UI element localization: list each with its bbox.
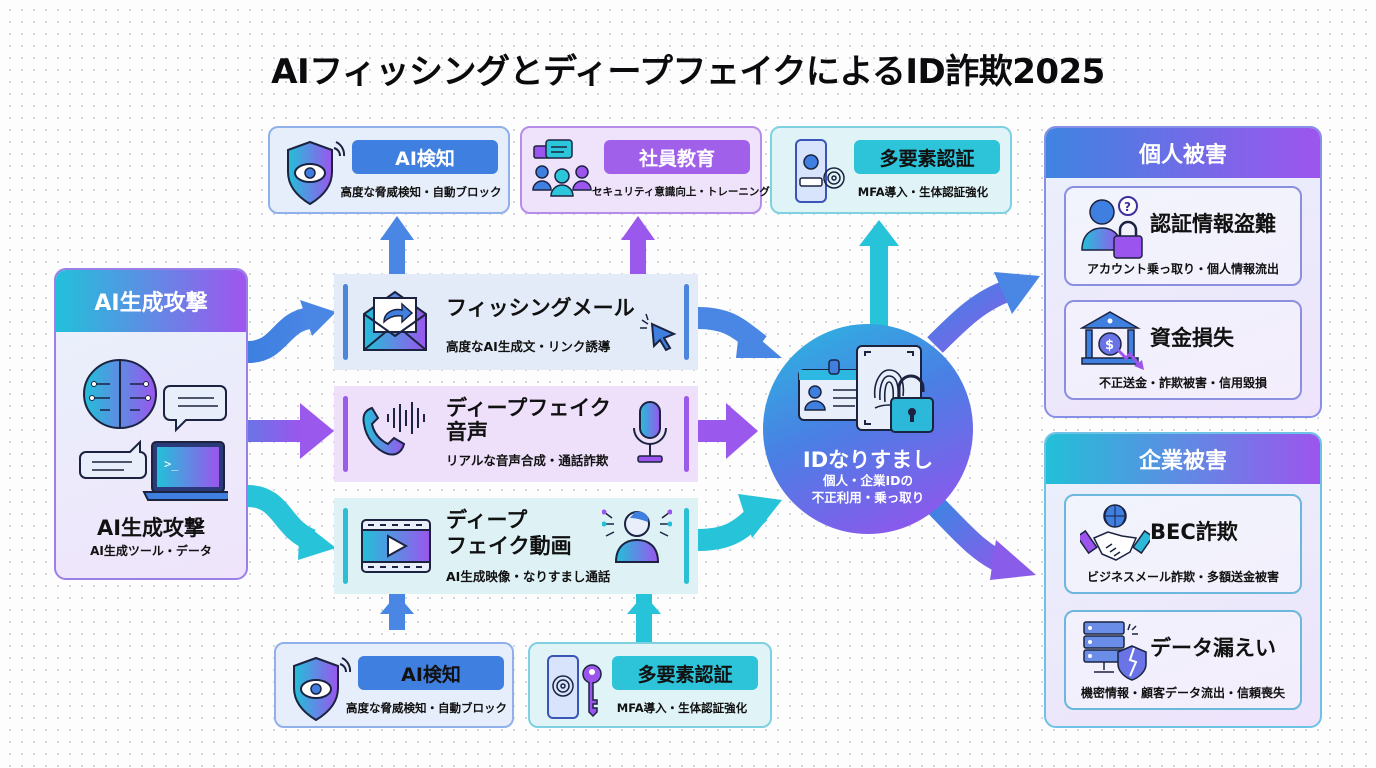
arrow-mfa-bottom-to-video [627,594,661,644]
hub-illustration [798,345,934,433]
accent-bar [684,284,689,360]
arrow-hub-to-corporate [927,497,1036,580]
arrow-phishing-to-hub [697,307,782,358]
shield-eye-icon [287,140,346,206]
defense-subtitle: MFA導入・生体認証強化 [857,185,989,199]
attack-subtitle: リアルな音声合成・通話詐欺 [446,453,609,468]
hub-subtitle-line2: 不正利用・乗っ取り [811,490,925,505]
envelope-icon [363,290,427,351]
source-name: AI生成攻撃 [96,516,206,540]
ai-person-icon [602,509,672,563]
impact-item-financial-loss: $ 資金損失 不正送金・詐欺被害・信用毀損 [1064,300,1302,400]
hub-subtitle: 個人・企業IDの 不正利用・乗っ取り [763,472,973,506]
attack-name-line1: ディープフェイク [446,396,611,420]
unlocked-padlock-icon [890,374,934,433]
arrow-video-to-hub [697,494,782,551]
attack-deepfake-video: ディープ フェイク動画 AI生成映像・なりすまし通話 [334,498,698,594]
team-chat-icon [532,139,592,197]
attack-name-line1: ディープ [446,508,528,532]
attack-name-line2: フェイク動画 [446,534,572,558]
phone-key-icon [547,655,602,719]
arrow-to-training-top [621,216,655,274]
impact-item-data-breach: データ漏えい 機密情報・顧客データ流出・信頼喪失 [1064,610,1302,710]
defense-mfa-bottom: 多要素認証 MFA導入・生体認証強化 [528,642,772,728]
attack-name-line2: 音声 [446,420,488,444]
arrow-hub-to-mfa-top [859,220,899,330]
phone-fingerprint-icon [795,139,845,203]
laptop-terminal-icon: >_ [142,441,228,501]
accent-bar [343,396,348,472]
svg-text:$: $ [1105,338,1114,353]
impact-item-name: BEC詐欺 [1150,520,1238,544]
brain-circuit-icon [83,359,157,429]
hub-subtitle-line1: 個人・企業IDの [822,473,914,488]
defense-subtitle: セキュリティ意識向上・トレーニング [592,186,770,198]
impact-item-name: 資金損失 [1150,326,1234,350]
page-title: AIフィッシングとディープフェイクによるID詐欺2025 [271,52,1105,92]
impact-item-bec-fraud: BEC詐欺 ビジネスメール詐欺・多額送金被害 [1064,494,1302,594]
impact-item-subtitle: 不正送金・詐欺被害・信用毀損 [1098,376,1267,390]
attack-subtitle: 高度なAI生成文・リンク誘導 [446,339,611,354]
svg-text:?: ? [1124,200,1131,214]
defense-label: AI検知 [352,140,498,174]
impact-item-subtitle: アカウント乗っ取り・個人情報流出 [1086,262,1279,276]
impact-item-subtitle: 機密情報・顧客データ流出・信頼喪失 [1080,686,1285,700]
phone-soundwave-icon [362,402,425,456]
defense-mfa-top: 多要素認証 MFA導入・生体認証強化 [770,126,1012,214]
impact-item-credential-theft: ? 認証情報盗難 アカウント乗っ取り・個人情報流出 [1064,186,1302,286]
impact-item-subtitle: ビジネスメール詐欺・多額送金被害 [1086,570,1279,584]
arrow-hub-to-personal [927,272,1040,353]
video-film-icon [361,519,431,573]
impact-personal-panel: 個人被害 ? 認証情報盗難 アカウント乗っ取り・個人情報流出 $ 資金損失 不正… [1044,126,1322,418]
defense-label: AI検知 [358,656,504,690]
arrow-ai-detect-bottom-to-video [380,594,414,630]
impact-corporate-panel: 企業被害 BEC詐欺 ビジネスメール詐欺・多額送金被害 データ漏えい 機密情報・… [1044,432,1322,728]
impact-header: 個人被害 [1046,128,1320,178]
accent-bar [343,284,348,360]
source-panel: AI生成攻撃 >_ AI生成攻撃 AI生成ツール・データ [54,268,248,580]
source-subtitle: AI生成ツール・データ [90,544,212,558]
accent-bar [684,396,689,472]
attack-name: フィッシングメール [446,296,635,320]
defense-ai-detect-top: AI検知 高度な脅威検知・自動ブロック [268,126,510,214]
svg-text:>_: >_ [164,457,179,471]
cursor-click-icon [640,313,677,352]
server-breach-icon [1083,621,1147,681]
arrow-source-to-video [246,485,336,560]
microphone-icon [633,401,667,463]
bank-loss-icon: $ [1080,311,1144,370]
user-lock-icon: ? [1081,196,1143,259]
hub-id-impersonation: IDなりすまし 個人・企業IDの 不正利用・乗っ取り [763,324,973,534]
impact-header: 企業被害 [1046,434,1320,484]
defense-label: 社員教育 [604,140,750,174]
accent-bar [343,508,348,584]
defense-subtitle: 高度な脅威検知・自動ブロック [340,185,502,199]
chat-bubble-icon [79,385,227,479]
handshake-globe-icon [1080,504,1150,561]
attack-deepfake-voice: ディープフェイク 音声 リアルな音声合成・通話詐欺 [334,386,698,482]
defense-subtitle: MFA導入・生体認証強化 [616,701,748,715]
defense-label: 多要素認証 [612,656,758,690]
arrow-to-ai-detect-top [380,216,414,274]
impact-item-name: 認証情報盗難 [1150,212,1276,236]
defense-training-top: 社員教育 セキュリティ意識向上・トレーニング [520,126,770,214]
ai-attack-illustration: >_ [79,359,228,501]
defense-label: 多要素認証 [854,140,1000,174]
arrow-voice-to-hub [698,403,758,459]
arrow-source-to-voice [248,403,334,459]
defense-subtitle: 高度な脅威検知・自動ブロック [346,701,507,715]
defense-ai-detect-bottom: AI検知 高度な脅威検知・自動ブロック [274,642,514,728]
arrow-source-to-phishing [247,300,336,363]
impact-item-name: データ漏えい [1150,636,1276,660]
source-header: AI生成攻撃 [56,270,246,332]
attack-subtitle: AI生成映像・なりすまし通話 [446,569,611,584]
accent-bar [684,508,689,584]
attack-phishing-email: フィッシングメール 高度なAI生成文・リンク誘導 [334,274,698,370]
hub-name: IDなりすまし [802,448,934,472]
shield-eye-icon [293,656,352,722]
